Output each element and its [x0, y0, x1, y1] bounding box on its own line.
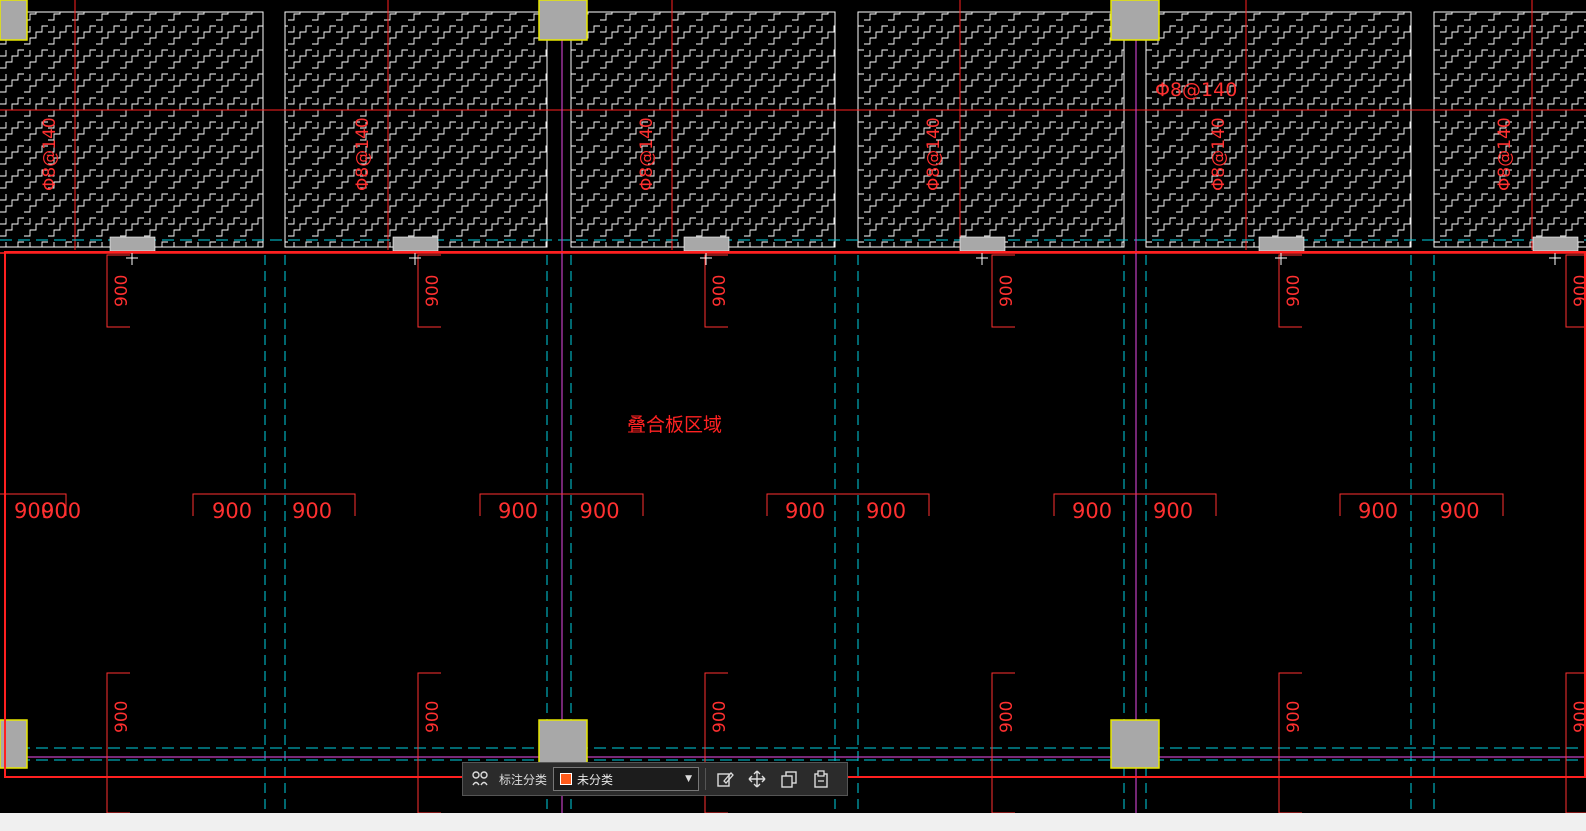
dimension-text: 900 [498, 499, 538, 523]
support-marker [1549, 251, 1561, 265]
dimension-text: 900 [580, 499, 620, 523]
support-marker [976, 251, 988, 265]
dimension-text: 900 [1153, 499, 1193, 523]
dimension-line [417, 672, 441, 813]
support-marker [126, 251, 138, 265]
dimension-text: 900 [41, 499, 81, 523]
rebar-annotation: Φ8@140 [637, 117, 657, 191]
dimension-line [1565, 254, 1586, 328]
precast-slab [0, 11, 264, 248]
dimension-text: 900 [212, 499, 252, 523]
dimension-text: 900 [112, 275, 132, 307]
rebar-annotation: Φ8@140 [353, 117, 373, 191]
dimension-line [704, 254, 728, 328]
column [1110, 719, 1160, 769]
edit-icon[interactable] [712, 766, 738, 792]
chevron-down-icon: ▼ [685, 774, 693, 784]
rebar-annotation: Φ8@140 [1155, 79, 1237, 101]
dimension-line [417, 254, 441, 328]
column-layer [0, 0, 1579, 769]
dimension-text: 900 [997, 701, 1017, 733]
dimension-line [766, 493, 930, 516]
support-marker [1275, 251, 1287, 265]
dimension-text: 900 [997, 275, 1017, 307]
dimension-text: 900 [866, 499, 906, 523]
classify-label: 标注分类 [499, 772, 548, 787]
region-label[interactable]: 叠合板区域 [627, 414, 723, 436]
dimension-line [1339, 493, 1504, 516]
rebar-annotation: Φ8@140 [924, 117, 944, 191]
support-marker [700, 251, 712, 265]
dimension-text: 900 [423, 701, 443, 733]
status-strip [0, 813, 1586, 831]
dimension-line [106, 672, 130, 813]
toolbar-divider [705, 768, 707, 790]
dimension-text: 900 [1440, 499, 1480, 523]
rebar-annotation: Φ8@140 [40, 117, 60, 191]
dimension-line [704, 672, 728, 813]
precast-slab [570, 11, 836, 248]
paste-icon[interactable] [808, 766, 834, 792]
dimension-text: 900 [1358, 499, 1398, 523]
dimension-line [991, 672, 1015, 813]
dimension-line [991, 254, 1015, 328]
dimension-text: 900 [1072, 499, 1112, 523]
precast-slab [1433, 11, 1586, 248]
precast-slab-layer [0, 11, 1586, 248]
grid-line-layer [0, 0, 1586, 813]
precast-slab [1145, 11, 1412, 248]
support-marker [683, 236, 730, 252]
rebar-annotation: Φ8@140 [1495, 117, 1515, 191]
support-marker [409, 251, 421, 265]
dimension-text: 900 [1571, 701, 1586, 733]
dimension-text: 900 [710, 701, 730, 733]
dimension-line [0, 493, 67, 516]
dimension-text: 900 [1284, 275, 1304, 307]
dimension-text: 900 [423, 275, 443, 307]
rebar-annotation: Φ8@140 [1209, 117, 1229, 191]
support-marker [1258, 236, 1305, 252]
group-icon[interactable] [467, 766, 493, 792]
precast-slab [284, 11, 548, 248]
dimension-text: 900 [1571, 275, 1586, 307]
dimension-line [192, 493, 356, 516]
dimension-text: 900 [1284, 701, 1304, 733]
dimension-line [1565, 672, 1586, 813]
category-value: 未分类 [577, 772, 614, 787]
move-icon[interactable] [744, 766, 770, 792]
column [1110, 0, 1160, 41]
dimension-text: 900 [710, 275, 730, 307]
dimension-line [479, 493, 644, 516]
column [538, 719, 588, 769]
column [0, 0, 28, 41]
support-marker [392, 236, 439, 252]
support-marker [1532, 236, 1579, 252]
precast-slab [857, 11, 1125, 248]
dimension-text: 900 [14, 499, 54, 523]
copy-icon[interactable] [776, 766, 802, 792]
category-select[interactable]: 未分类 ▼ [553, 767, 700, 791]
column [538, 0, 588, 41]
support-marker [109, 236, 156, 252]
dimension-text: 900 [112, 701, 132, 733]
dimension-line [1053, 493, 1217, 516]
dimension-text: 900 [785, 499, 825, 523]
dimension-line [1278, 254, 1302, 328]
dimension-text: 900 [292, 499, 332, 523]
dimension-line [1278, 672, 1302, 813]
category-color-swatch [560, 773, 573, 785]
annotation-toolbar: 标注分类 未分类 ▼ [462, 762, 848, 796]
dimension-line [106, 254, 130, 328]
support-marker [959, 236, 1006, 252]
